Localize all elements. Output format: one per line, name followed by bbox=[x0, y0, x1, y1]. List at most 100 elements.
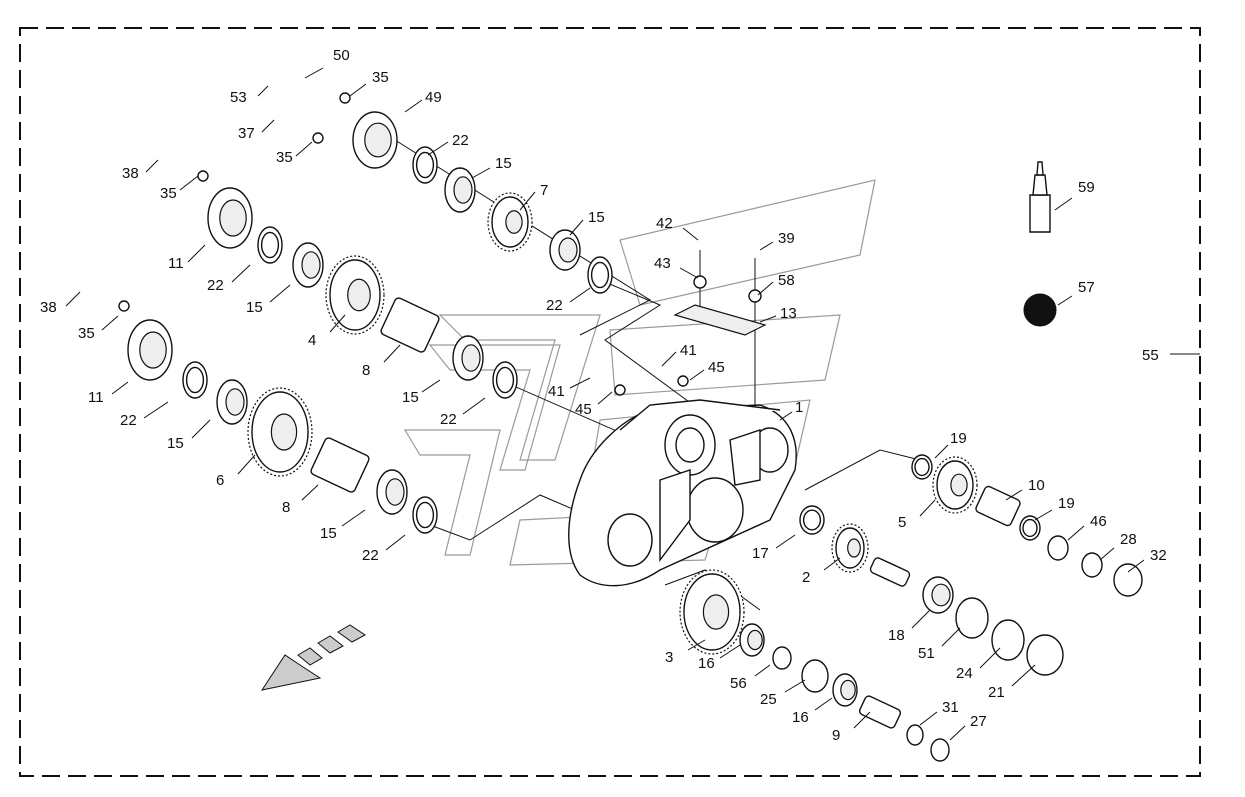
ring-inner bbox=[260, 231, 280, 259]
part-number-label: 8 bbox=[282, 499, 290, 516]
leader-line bbox=[597, 391, 613, 405]
part-number-label: 10 bbox=[1028, 477, 1045, 494]
leader-line bbox=[143, 401, 169, 419]
washer bbox=[312, 132, 324, 144]
washer bbox=[1047, 535, 1069, 561]
part-number-label: 58 bbox=[778, 272, 795, 289]
part-number-label: 41 bbox=[548, 383, 565, 400]
leader-line bbox=[569, 287, 591, 303]
sealant-dot bbox=[1023, 293, 1057, 327]
washer bbox=[677, 375, 689, 387]
part-number-label: 11 bbox=[88, 389, 104, 406]
leader-line bbox=[682, 227, 699, 241]
part-number-label: 22 bbox=[207, 277, 224, 294]
leader-line bbox=[759, 241, 774, 251]
part-number-label: 24 bbox=[956, 665, 973, 682]
part-number-label: 38 bbox=[122, 165, 139, 182]
leader-line bbox=[187, 244, 206, 263]
part-number-label: 15 bbox=[402, 389, 419, 406]
part-number-label: 19 bbox=[1058, 495, 1075, 512]
gear-bore bbox=[847, 538, 861, 558]
part-number-label: 38 bbox=[40, 299, 57, 316]
leader-line bbox=[689, 369, 705, 381]
leader-line bbox=[919, 499, 936, 517]
bearing-inner bbox=[453, 176, 473, 204]
part-number-label: 15 bbox=[167, 435, 184, 452]
ring-inner bbox=[590, 261, 610, 289]
leader-line bbox=[1054, 197, 1073, 211]
leader-line bbox=[471, 167, 491, 179]
part-number-label: 6 bbox=[216, 472, 224, 489]
washer bbox=[614, 384, 626, 396]
leader-line bbox=[1067, 525, 1085, 541]
leader-line bbox=[911, 609, 931, 629]
part-number-label: 45 bbox=[575, 401, 592, 418]
assembly-border bbox=[19, 27, 1201, 777]
part-number-label: 15 bbox=[320, 525, 337, 542]
ring-inner bbox=[415, 501, 435, 529]
border-label: 55 bbox=[1142, 347, 1159, 364]
part-number-label: 22 bbox=[362, 547, 379, 564]
leader-line bbox=[145, 159, 159, 173]
leader-line bbox=[385, 534, 406, 551]
part-number-label: 16 bbox=[792, 709, 809, 726]
leader-line bbox=[569, 219, 584, 236]
leader-line bbox=[427, 141, 449, 156]
part-number-label: 19 bbox=[950, 430, 967, 447]
washer bbox=[339, 92, 351, 104]
parts-layer bbox=[118, 92, 1143, 762]
bearing-inner bbox=[219, 199, 247, 237]
part-number-label: 2 bbox=[802, 569, 810, 586]
part-number-label: 22 bbox=[440, 411, 457, 428]
cover-plate bbox=[673, 304, 767, 336]
bearing-inner bbox=[558, 237, 578, 263]
gear-bore bbox=[270, 413, 298, 451]
leader-line bbox=[301, 484, 319, 501]
leader-line bbox=[759, 315, 777, 323]
part-number-label: 35 bbox=[372, 69, 389, 86]
part-number-label: 42 bbox=[656, 215, 673, 232]
part-number-label: 59 bbox=[1078, 179, 1095, 196]
leader-line bbox=[719, 644, 741, 659]
bearing-inner bbox=[747, 629, 763, 651]
part-number-label: 3 bbox=[665, 649, 673, 666]
part-number-label: 15 bbox=[495, 155, 512, 172]
cap-disc bbox=[1026, 634, 1064, 676]
leader-line bbox=[421, 379, 441, 393]
part-number-label: 31 bbox=[942, 699, 959, 716]
washer bbox=[991, 619, 1025, 661]
ring-inner bbox=[914, 457, 930, 477]
leader-line bbox=[934, 444, 949, 459]
part-number-label: 25 bbox=[760, 691, 777, 708]
part-number-label: 22 bbox=[452, 132, 469, 149]
shaft-body bbox=[869, 557, 911, 587]
part-number-label: 51 bbox=[918, 645, 935, 662]
part-number-label: 37 bbox=[238, 125, 255, 142]
cap-disc bbox=[1113, 563, 1143, 597]
part-number-label: 17 bbox=[752, 545, 769, 562]
part-number-label: 4 bbox=[308, 332, 316, 349]
leader-line bbox=[179, 175, 199, 191]
leader-line bbox=[779, 411, 793, 421]
washer bbox=[930, 738, 950, 762]
direction-arrow bbox=[260, 624, 366, 691]
bearing-inner bbox=[139, 331, 167, 369]
bearing-inner bbox=[840, 679, 856, 701]
part-number-label: 22 bbox=[546, 297, 563, 314]
gear-bore bbox=[505, 210, 523, 234]
leader-line bbox=[111, 381, 129, 395]
part-number-label: 32 bbox=[1150, 547, 1167, 564]
part-number-label: 5 bbox=[898, 514, 906, 531]
leader-line bbox=[191, 419, 211, 439]
part-number-label: 41 bbox=[680, 342, 697, 359]
washer bbox=[906, 724, 924, 746]
gear-bore bbox=[950, 473, 968, 497]
leader-line bbox=[231, 264, 251, 283]
leader-line bbox=[101, 315, 119, 331]
leader-line bbox=[784, 679, 806, 693]
ring-inner bbox=[1022, 518, 1038, 538]
shaft-body bbox=[975, 485, 1021, 527]
part-number-label: 50 bbox=[333, 47, 350, 64]
